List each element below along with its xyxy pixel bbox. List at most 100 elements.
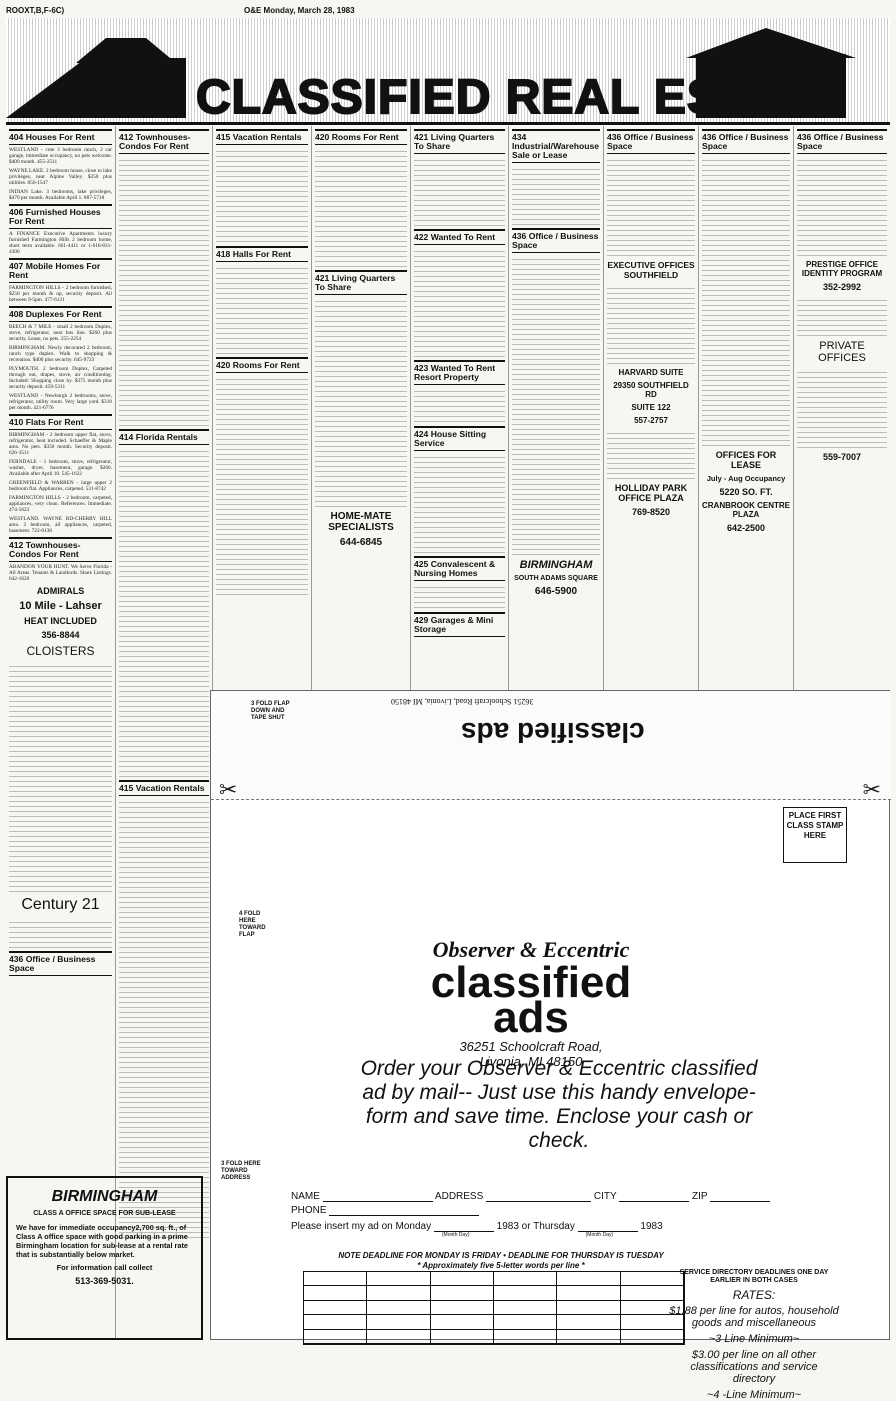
section-header: 425 Convalescent & Nursing Homes bbox=[414, 556, 505, 582]
square-feet: 5220 SO. FT. bbox=[719, 487, 773, 498]
section-header: 436 Office / Business Space bbox=[9, 951, 112, 977]
logo-address-line2: Livonia, MI 48150 bbox=[479, 1054, 583, 1069]
column-6: 434 Industrial/Warehouse Sale or Lease 4… bbox=[509, 126, 604, 1340]
ad-text: ABANDON YOUR HUNT. We Serve Florida - Al… bbox=[9, 564, 112, 583]
ad-text-block bbox=[9, 918, 112, 949]
homemate-phone: 644-6845 bbox=[339, 537, 383, 549]
classified-real-estate-banner: CLASSIFIED REAL ESTATE bbox=[6, 18, 890, 125]
section-header: 421 Living Quarters To Share bbox=[315, 270, 407, 296]
ad-text-block bbox=[512, 255, 600, 556]
rate-autos-minimum: ~3 Line Minimum~ bbox=[708, 1333, 800, 1345]
thursday-date-field[interactable]: (Month Day) bbox=[577, 1221, 638, 1238]
section-header: 429 Garages & Mini Storage bbox=[414, 612, 505, 638]
section-header: 404 Houses For Rent bbox=[9, 129, 112, 146]
ad-text-block bbox=[216, 264, 308, 355]
ad-text: GREENFIELD & WARREN - large upper 2 bedr… bbox=[9, 480, 112, 493]
form-row-phone: PHONE bbox=[291, 1205, 480, 1216]
mail-envelope-form: 36251 Schoolcraft Road, Livonia, MI 4815… bbox=[210, 690, 891, 1401]
ad-text: FARMINGTON HILLS - 2 bedroom furnished, … bbox=[9, 285, 112, 304]
ad-text-block bbox=[119, 156, 209, 427]
page-header: ROOXT,B,F-6C) O&E Monday, March 28, 1983 bbox=[6, 4, 890, 18]
admirals-phone: 356-8844 bbox=[41, 630, 80, 641]
offices-for-lease: OFFICES FOR LEASE bbox=[715, 450, 777, 471]
form-row-name: NAME ADDRESS CITY ZIP bbox=[291, 1191, 771, 1202]
section-header: 408 Duplexes For Rent bbox=[9, 306, 112, 323]
ad-text-block bbox=[414, 247, 505, 358]
section-header: 421 Living Quarters To Share bbox=[414, 129, 505, 155]
birmingham-sublease-ad: BIRMINGHAM CLASS A OFFICE SPACE FOR SUB-… bbox=[6, 1176, 203, 1340]
section-header: 406 Furnished Houses For Rent bbox=[9, 204, 112, 230]
section-header: 436 Office / Business Space bbox=[797, 129, 887, 155]
fold-bottom-note: 3 FOLD HERE TOWARD ADDRESS bbox=[221, 1161, 261, 1181]
ad-copy-grid[interactable] bbox=[303, 1271, 685, 1345]
section-header: 412 Townhouses-Condos For Rent bbox=[9, 537, 112, 563]
holliday-park-phone: 769-8520 bbox=[631, 507, 671, 518]
ad-text-block bbox=[119, 798, 209, 1239]
column-8: 436 Office / Business Space OFFICES FOR … bbox=[699, 126, 794, 1340]
south-adams-ad: SOUTH ADAMS SQUARE bbox=[514, 575, 598, 583]
ad-text-block bbox=[119, 447, 209, 778]
ad-text-block bbox=[414, 583, 505, 610]
classified-columns: 404 Houses For Rent WESTLAND - cute 3 be… bbox=[6, 126, 890, 1340]
section-header: 410 Flats For Rent bbox=[9, 414, 112, 431]
year-label: 1983 bbox=[640, 1221, 663, 1232]
harvard-phone: 557-2757 bbox=[634, 416, 668, 426]
section-header: 423 Wanted To Rent Resort Property bbox=[414, 360, 505, 386]
prestige-office-ad: PRESTIGE OFFICE IDENTITY PROGRAM bbox=[801, 260, 883, 279]
section-header: 418 Halls For Rent bbox=[216, 246, 308, 263]
ad-text: WESTLAND. WAYNE RD-CHERRY HILL area. 2 b… bbox=[9, 516, 112, 535]
ad-text-block bbox=[414, 453, 505, 554]
phone-field[interactable] bbox=[329, 1205, 480, 1216]
city-field[interactable] bbox=[619, 1191, 690, 1202]
column-3: 415 Vacation Rentals 418 Halls For Rent … bbox=[213, 126, 312, 1340]
address-field[interactable] bbox=[486, 1191, 592, 1202]
rates-box: SERVICE DIRECTORY DEADLINES ONE DAY EARL… bbox=[669, 1269, 839, 1401]
deadline-note: NOTE DEADLINE FOR MONDAY IS FRIDAY • DEA… bbox=[311, 1251, 691, 1271]
house-illustration bbox=[6, 28, 856, 118]
ad-text: FARMINGTON HILLS - 2 bedroom, carpeted, … bbox=[9, 495, 112, 514]
words-per-line-text: * Approximately five 5-letter words per … bbox=[417, 1261, 585, 1270]
name-field[interactable] bbox=[322, 1191, 433, 1202]
zip-field[interactable] bbox=[710, 1191, 771, 1202]
section-header: 415 Vacation Rentals bbox=[216, 129, 308, 146]
harvard-address: 29350 SOUTHFIELD RD bbox=[613, 381, 689, 400]
admirals-ad: ADMIRALS bbox=[36, 586, 85, 597]
column-1: 404 Houses For Rent WESTLAND - cute 3 be… bbox=[6, 126, 116, 1340]
ad-text: BIRMINGHAM. Newly decorated 2 bedroom, r… bbox=[9, 345, 112, 364]
ad-text-block bbox=[216, 375, 308, 596]
birmingham-ad: BIRMINGHAM bbox=[519, 559, 593, 572]
section-header: 422 Wanted To Rent bbox=[414, 229, 505, 246]
ad-text: BIRMINGHAM - 2 bedroom upper flat, stove… bbox=[9, 432, 112, 457]
order-instructions: Order your Observer & Eccentric classifi… bbox=[360, 1057, 758, 1152]
ad-text-block bbox=[797, 368, 887, 449]
stamp-box: PLACE FIRST CLASS STAMP HERE bbox=[783, 807, 847, 863]
ad-text: A FINANCE Executive Apartments luxury fu… bbox=[9, 231, 112, 256]
logo-classified: classified bbox=[430, 958, 632, 1007]
banner-title: CLASSIFIED REAL ESTATE bbox=[195, 70, 843, 125]
ad-text: FERNDALE - 1 bedroom, stove, refrigerato… bbox=[9, 459, 112, 478]
ad-text: INDIAN Lake. 3 bedrooms, lake privileges… bbox=[9, 189, 112, 202]
birmingham-subtitle: CLASS A OFFICE SPACE FOR SUB-LEASE bbox=[33, 1210, 176, 1217]
birmingham-phone: 513-369-5031. bbox=[75, 1276, 134, 1286]
column-9: 436 Office / Business Space PRESTIGE OFF… bbox=[794, 126, 890, 1340]
page-code: ROOXT,B,F-6C) bbox=[6, 6, 65, 15]
private-offices-phone: 559-7007 bbox=[822, 452, 862, 463]
month-day-hint: (Month Day) bbox=[585, 1232, 614, 1238]
section-header: 436 Office / Business Space bbox=[702, 129, 790, 155]
service-directory-deadline: SERVICE DIRECTORY DEADLINES ONE DAY EARL… bbox=[679, 1269, 829, 1284]
holliday-park-ad: HOLLIDAY PARK OFFICE PLAZA bbox=[614, 483, 688, 504]
month-day-hint: (Month Day) bbox=[441, 1232, 470, 1238]
admirals-location: 10 Mile - Lahser bbox=[19, 600, 102, 613]
fold-mid-note: 4 FOLD HERE TOWARD FLAP bbox=[239, 911, 266, 938]
birmingham-info: For information call collect bbox=[56, 1263, 153, 1272]
flap-logo: classified ads bbox=[461, 717, 645, 748]
harvard-suite-no: SUITE 122 bbox=[631, 403, 671, 413]
rates-title: RATES: bbox=[732, 1288, 776, 1302]
section-header: 434 Industrial/Warehouse Sale or Lease bbox=[512, 129, 600, 164]
monday-date-field[interactable]: (Month Day) bbox=[433, 1221, 494, 1238]
ad-text: PLYMOUTH. 2 bedroom Duplex, Carpeted thr… bbox=[9, 366, 112, 391]
section-header: 436 Office / Business Space bbox=[512, 228, 600, 254]
rate-autos: $1.88 per line for autos, household good… bbox=[669, 1305, 839, 1329]
century21-ad: Century 21 bbox=[21, 896, 100, 914]
cranbrook-phone: 642-2500 bbox=[726, 523, 766, 534]
